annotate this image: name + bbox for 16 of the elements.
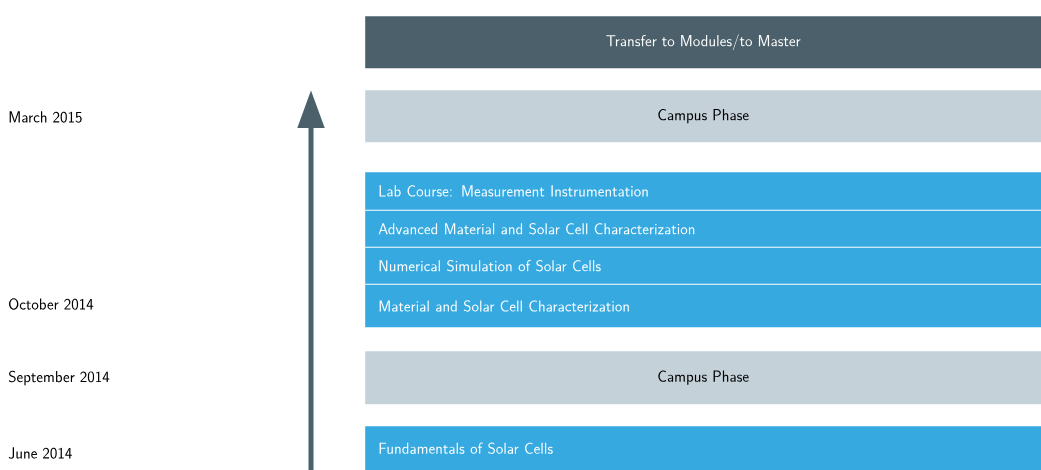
phase-bar: Campus Phase [365,351,1041,405]
module-bar: Advanced Material and Solar Cell Characterization [365,210,1041,247]
module-bar: Lab Course: Measurement Instrumentation [365,172,1041,210]
date-label: September 2014 [8,370,110,386]
date-label: October 2014 [9,298,94,310]
module-bar: Numerical Simulation of Solar Cells [365,247,1041,284]
node-label: Advanced Material and Solar Cell Characterization [378,222,695,235]
phase-bar: Transfer to Modules/to Master [365,16,1041,69]
module-bar: Material and Solar Cell Characterization [365,284,1041,328]
module-bar: Fundamentals of Solar Cells [365,426,1041,470]
date-label: March 2015 [9,111,82,123]
node-label: Material and Solar Cell Characterization [379,300,629,312]
node-label: Lab Course: Measurement Instrumentation [379,185,648,197]
date-label: June 2014 [8,447,72,459]
node-label: Numerical Simulation of Solar Cells [379,259,601,272]
phase-bar: Campus Phase [365,90,1041,143]
